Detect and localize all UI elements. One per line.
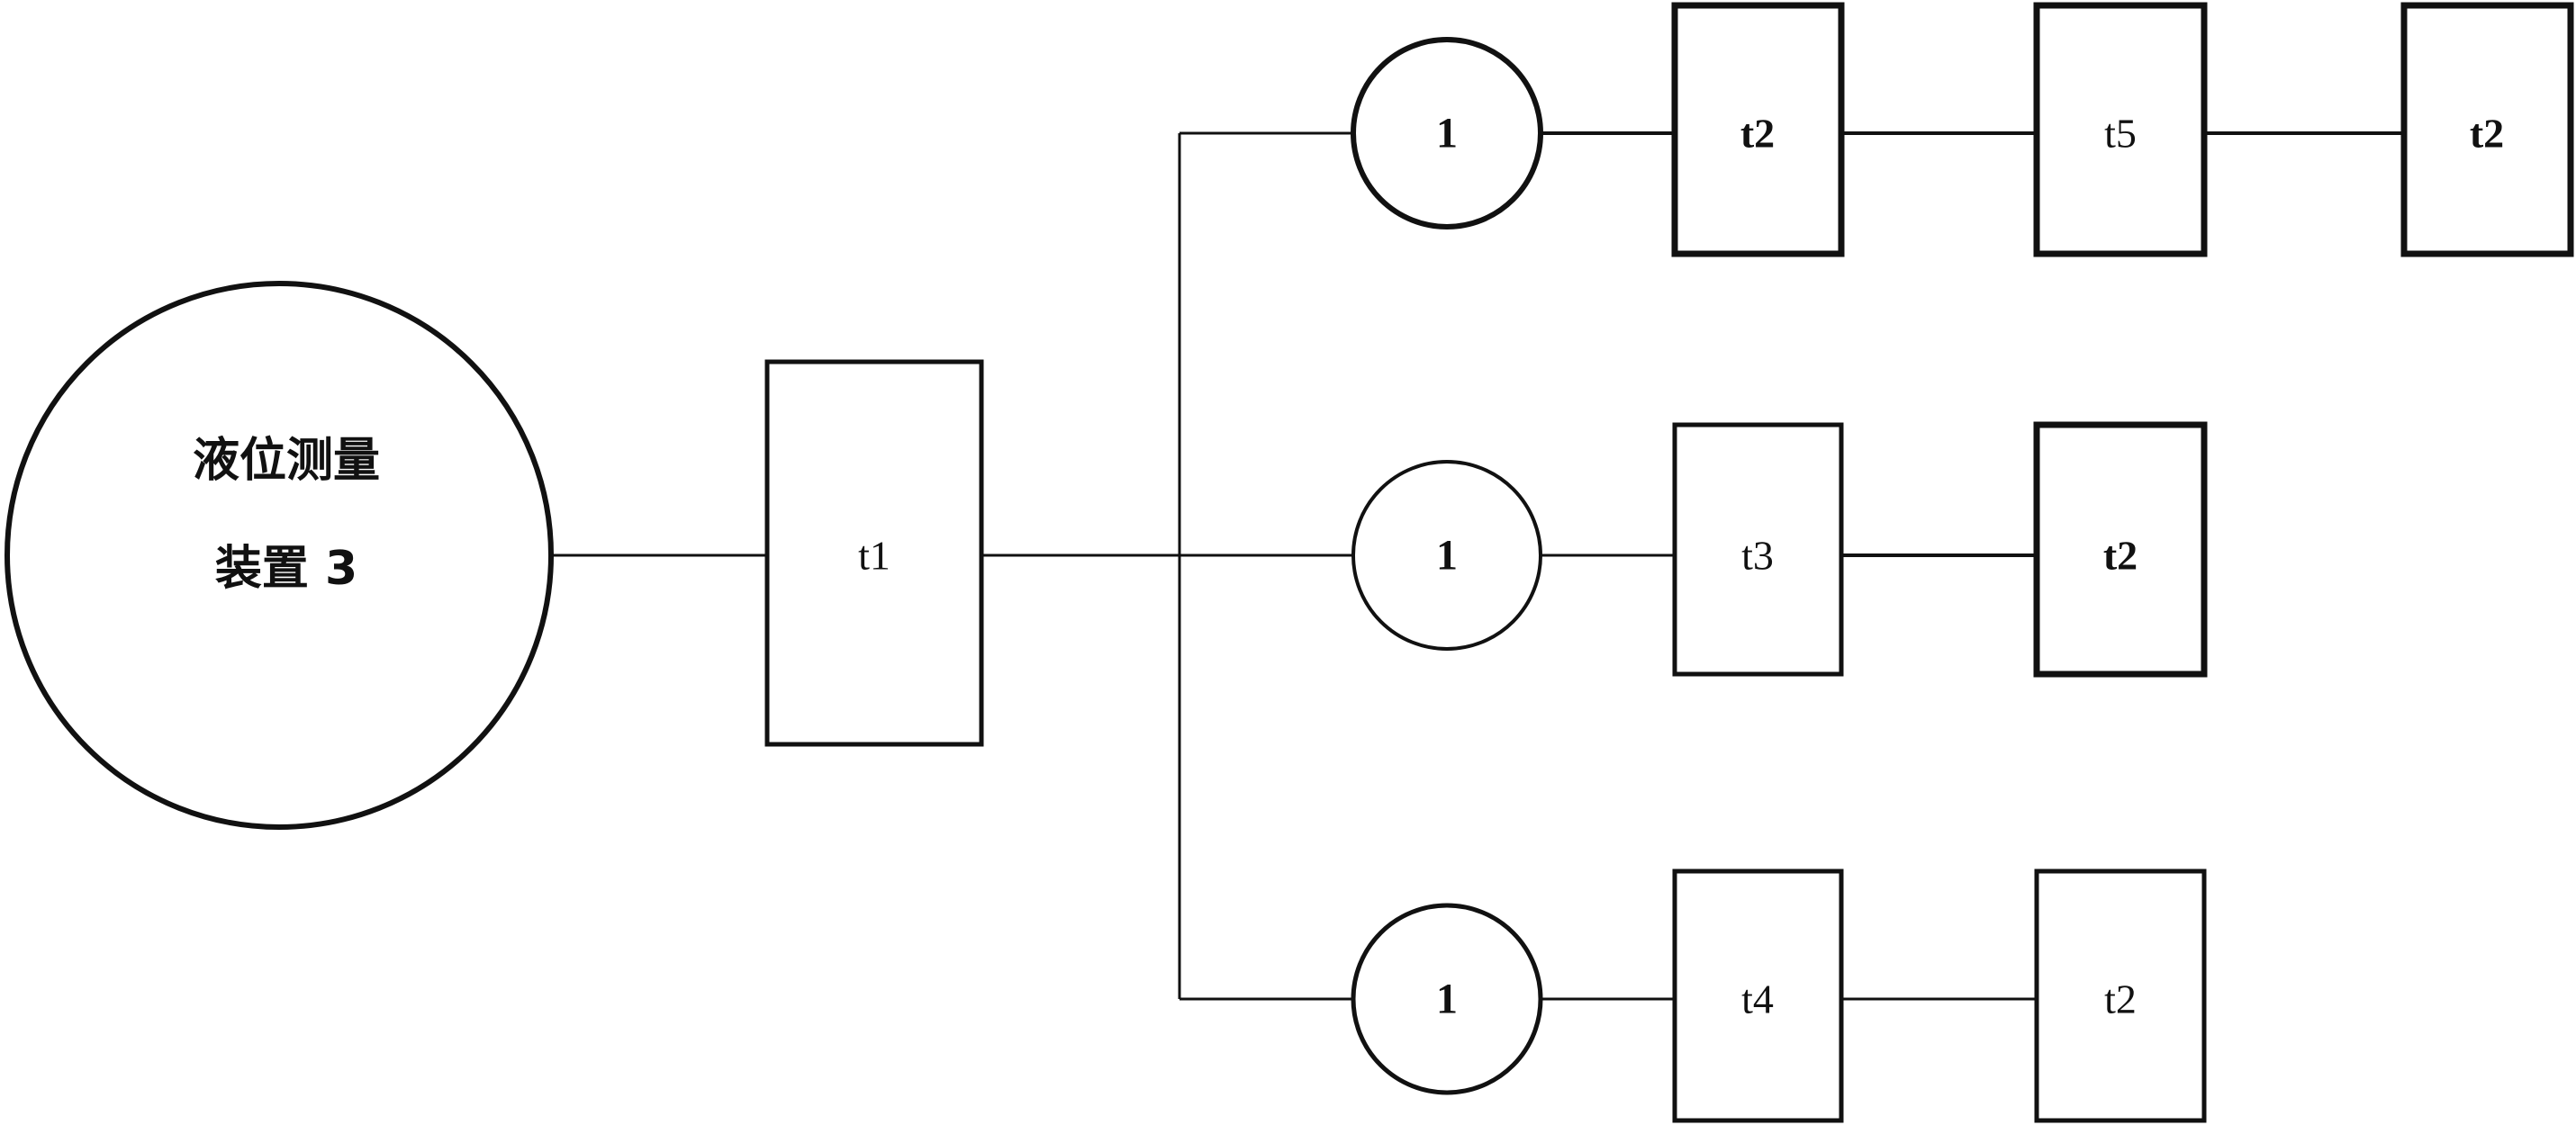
connectors: [551, 131, 2404, 1001]
box-t1-label: t1: [858, 533, 890, 579]
branch-1-box-1-label: t2: [1740, 111, 1775, 157]
branch-2-box-2-rect: [2033, 421, 2208, 678]
branch-1-box-2-rect: [2033, 2, 2208, 257]
level-measuring-device: 液位测量 装置 3: [5, 281, 554, 830]
branch-1-box-1-rect: [1671, 2, 1845, 257]
device-label-line2: 装置 3: [215, 542, 357, 596]
branch-1-box-3-label: t2: [2470, 111, 2504, 157]
device-label-line1: 液位测量: [193, 434, 380, 488]
branch-3-node-label: 1: [1436, 976, 1458, 1023]
branch-2-box-2-label: t2: [2103, 533, 2138, 579]
branch-3-node-circle: [1351, 903, 1543, 1095]
branch-2-node-circle: [1351, 460, 1542, 651]
branch-1-box-3-rect: [2400, 2, 2574, 257]
branch-2-box-1-rect: [1672, 422, 1844, 677]
branch-1: 1 t2 t5 t2: [1351, 2, 2574, 257]
branch-1-node-label: 1: [1436, 110, 1458, 158]
branch-2: 1 t3 t2: [1351, 421, 2208, 678]
branch-3-box-1-label: t4: [1741, 976, 1774, 1022]
box-t1-rect: [764, 359, 984, 747]
branch-3-box-2-label: t2: [2104, 976, 2137, 1022]
box-t1: t1: [764, 359, 984, 747]
branch-3-box-1-rect: [1672, 868, 1844, 1123]
branch-2-node-label: 1: [1436, 532, 1458, 580]
branch-1-box-2-label: t5: [2104, 111, 2137, 157]
device-circle: [5, 281, 554, 830]
branch-3: 1 t4 t2: [1351, 868, 2207, 1123]
branch-1-node-circle: [1351, 37, 1543, 230]
branch-2-box-1-label: t3: [1741, 533, 1774, 579]
branch-3-box-2-rect: [2034, 868, 2207, 1123]
